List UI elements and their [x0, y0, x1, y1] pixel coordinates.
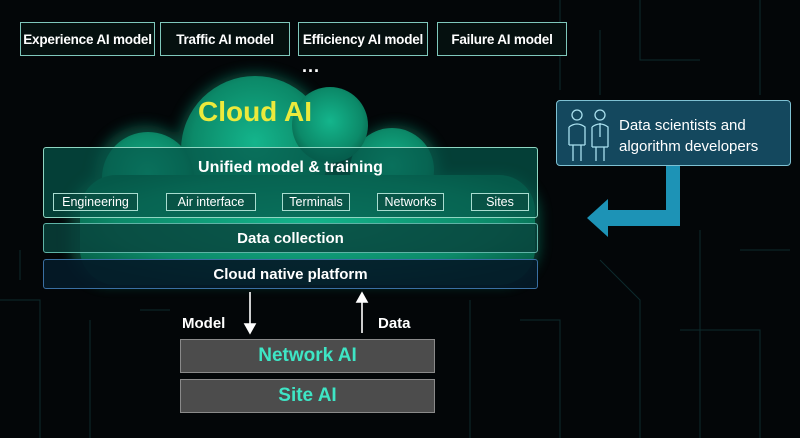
chip-terminals: Terminals — [282, 193, 350, 211]
data-collection-bar: Data collection — [43, 223, 538, 253]
people-line-2: algorithm developers — [619, 138, 759, 155]
more-models-ellipsis: ... — [301, 56, 320, 76]
unified-model-training-title: Unified model & training — [198, 159, 383, 176]
chip-sites: Sites — [471, 193, 529, 211]
data-flow-label: Data — [378, 315, 411, 332]
people-line-1: Data scientists and — [619, 117, 746, 134]
cloud-ai-title: Cloud AI — [197, 96, 313, 127]
unified-model-training-panel: Unified model & training Engineering Air… — [43, 147, 538, 218]
people-icon — [568, 109, 609, 161]
efficiency-ai-model-box: Efficiency AI model — [298, 22, 428, 56]
chip-engineering: Engineering — [53, 193, 138, 211]
chip-networks: Networks — [377, 193, 444, 211]
network-ai-box: Network AI — [180, 339, 435, 373]
site-ai-box: Site AI — [180, 379, 435, 413]
data-scientists-panel: Data scientists and algorithm developers — [556, 100, 791, 166]
chip-air-interface: Air interface — [166, 193, 256, 211]
cloud-native-platform-bar: Cloud native platform — [43, 259, 538, 289]
model-flow-label: Model — [182, 315, 226, 332]
experience-ai-model-box: Experience AI model — [20, 22, 155, 56]
failure-ai-model-box: Failure AI model — [437, 22, 567, 56]
traffic-ai-model-box: Traffic AI model — [160, 22, 290, 56]
